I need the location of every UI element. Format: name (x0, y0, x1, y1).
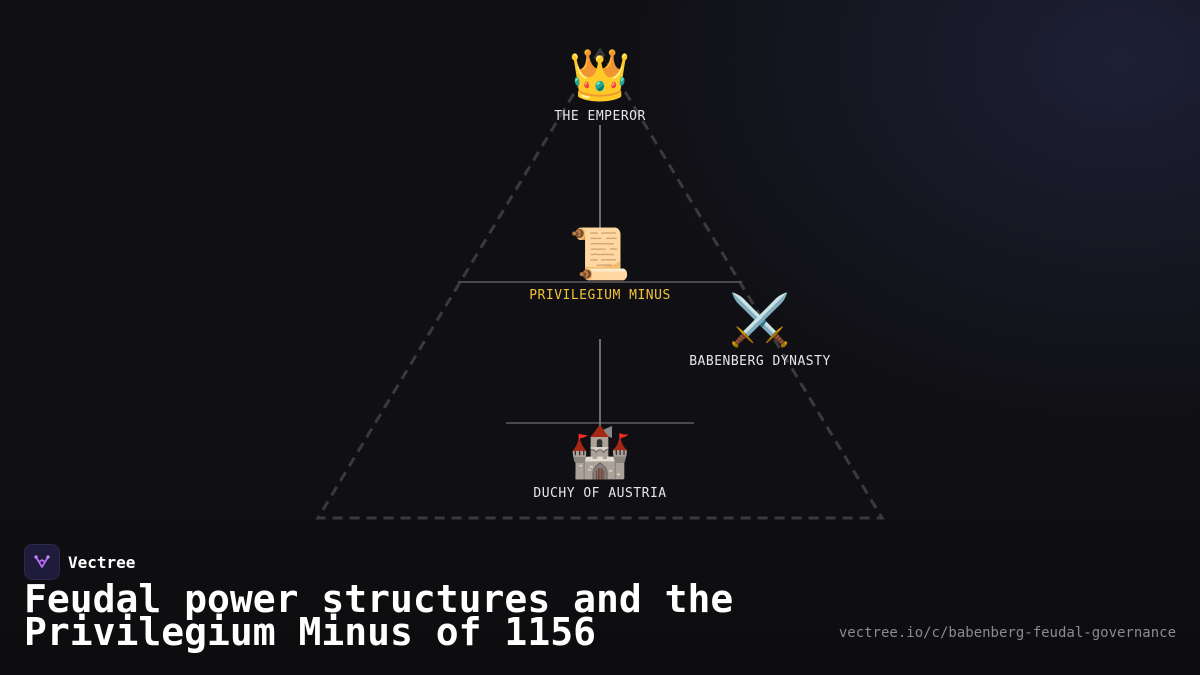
node-label-privilegium-minus: PRIVILEGIUM MINUS (529, 288, 671, 303)
vectree-logo-icon (24, 544, 60, 580)
node-label-emperor: THE EMPEROR (554, 109, 646, 124)
page-url[interactable]: vectree.io/c/babenberg-feudal-governance (838, 625, 1176, 641)
node-duchy-of-austria: 🏰 DUCHY OF AUSTRIA (533, 424, 666, 501)
brand: Vectree (24, 544, 135, 580)
node-label-babenberg-dynasty: BABENBERG DYNASTY (689, 354, 831, 369)
brand-name: Vectree (68, 552, 136, 572)
node-label-duchy-of-austria: DUCHY OF AUSTRIA (533, 486, 667, 501)
crown-icon: 👑 (568, 46, 632, 104)
castle-icon: 🏰 (568, 423, 632, 481)
node-babenberg-dynasty: ⚔️ BABENBERG DYNASTY (689, 292, 831, 369)
node-emperor: 👑 THE EMPEROR (554, 47, 646, 124)
background-fade (0, 475, 1200, 675)
crossed-swords-icon: ⚔️ (728, 291, 792, 349)
scroll-icon: 📜 (568, 225, 632, 283)
node-privilegium-minus: 📜 PRIVILEGIUM MINUS (529, 226, 671, 303)
page-title: Feudal power structures and the Privileg… (24, 577, 734, 654)
pyramid-outline (315, 47, 885, 520)
